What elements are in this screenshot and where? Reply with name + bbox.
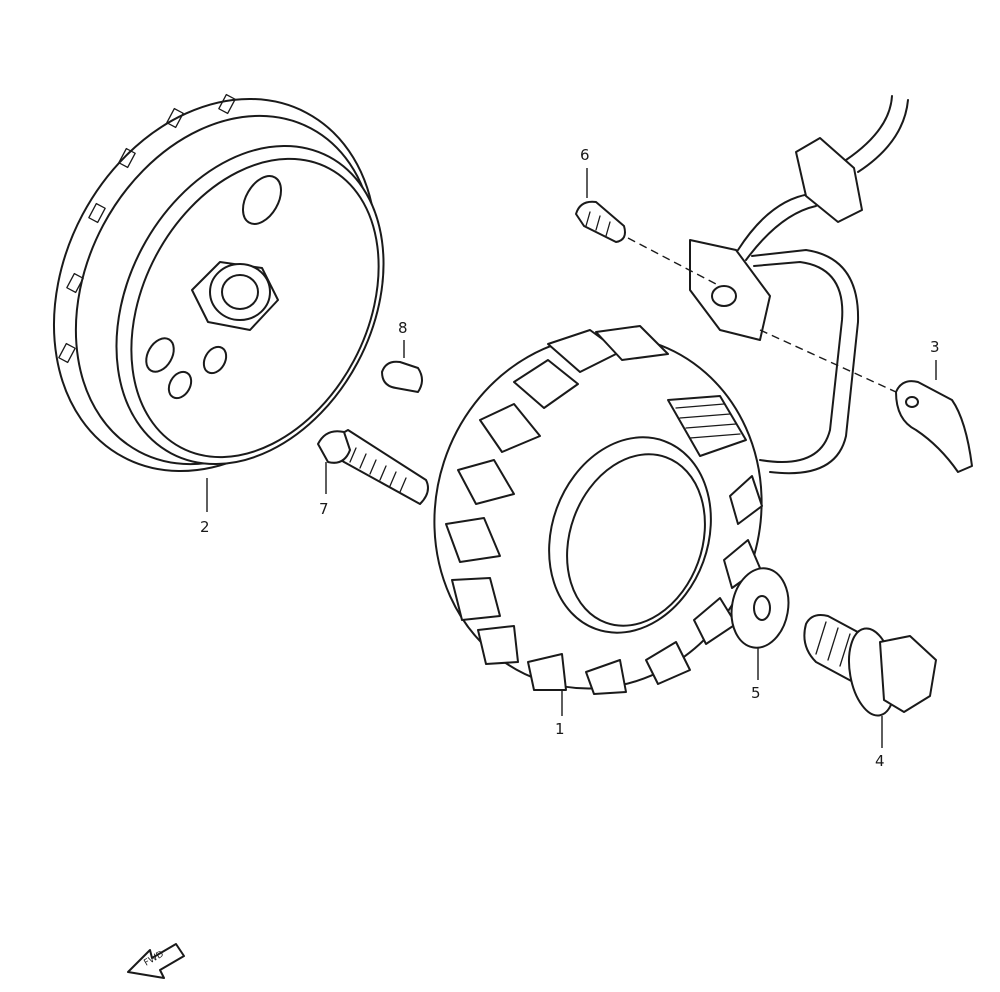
callout-5: 5 xyxy=(751,684,761,702)
callout-4: 4 xyxy=(875,752,885,770)
washer-part xyxy=(730,567,790,680)
callout-8: 8 xyxy=(398,319,408,337)
screw-part xyxy=(575,168,717,285)
clamp-part xyxy=(759,329,973,473)
key-part xyxy=(381,340,423,393)
stud-bolt xyxy=(317,429,429,505)
callout-2: 2 xyxy=(200,518,210,536)
callout-1: 1 xyxy=(555,720,565,738)
fwd-direction-arrow: FWD xyxy=(127,943,185,979)
stator xyxy=(433,325,763,716)
wiring-harness xyxy=(689,95,909,475)
callout-7: 7 xyxy=(319,500,329,518)
flywheel-rotor xyxy=(52,93,385,512)
callout-6: 6 xyxy=(580,146,590,164)
callout-3: 3 xyxy=(930,338,940,356)
flange-bolt xyxy=(803,614,937,748)
